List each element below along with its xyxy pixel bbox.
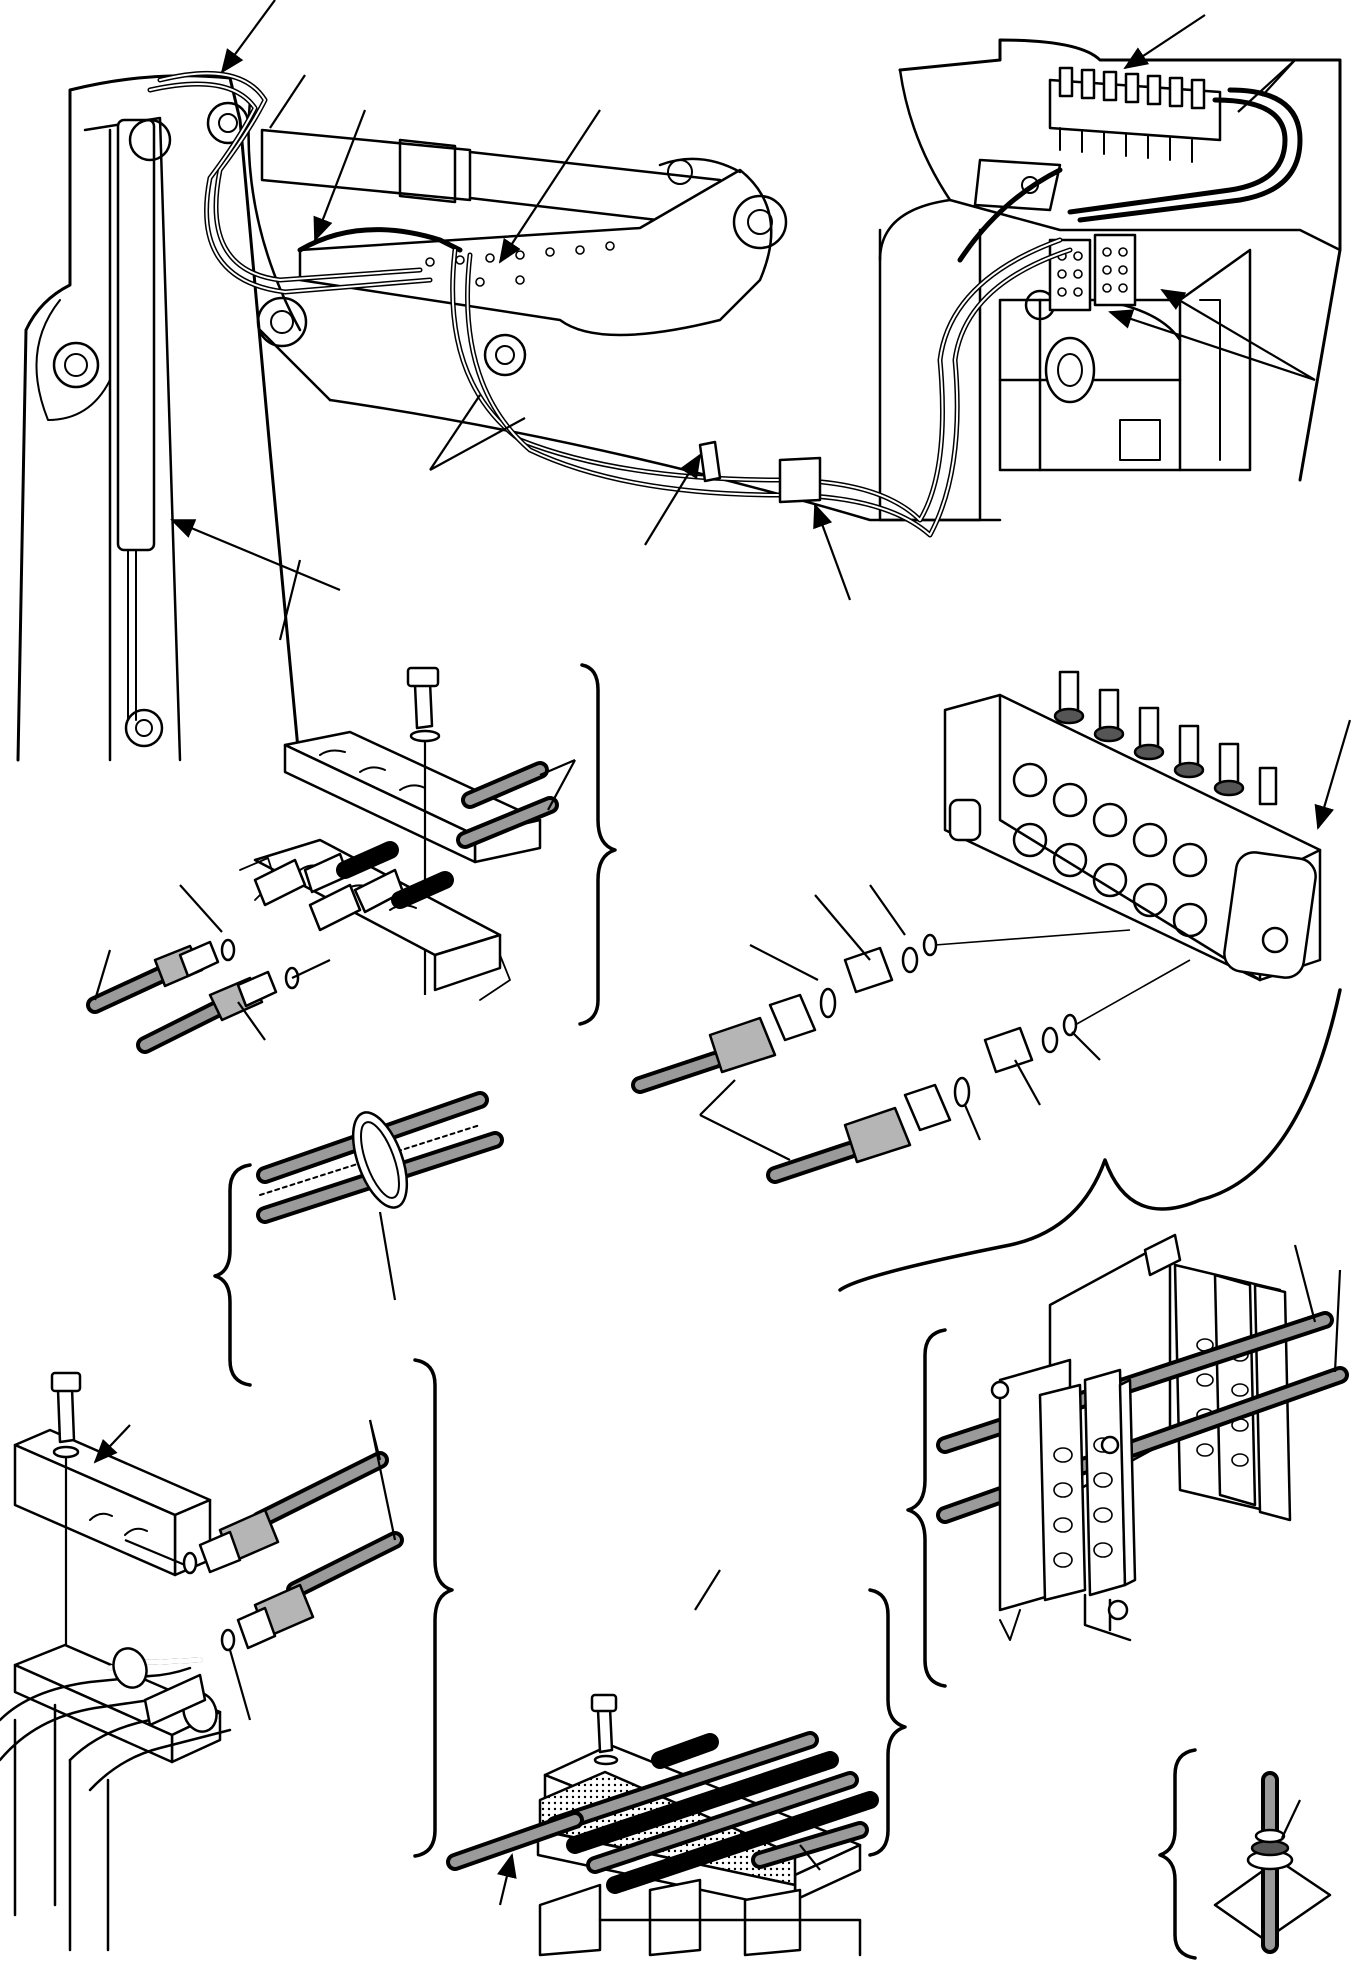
rack-holes-front — [1053, 1437, 1113, 1568]
swing-pin — [1044, 336, 1096, 404]
valve-spools — [1053, 670, 1278, 806]
boom-bracket — [298, 168, 773, 337]
valve-ports — [1012, 762, 1208, 938]
detail-clamp-fittings-left — [86, 663, 617, 1054]
arm-cylinder — [116, 118, 156, 552]
hose-band — [698, 440, 722, 483]
boom-cylinder — [260, 128, 472, 202]
band-clamp — [351, 1111, 409, 1209]
detail-clamp-rack — [906, 1233, 1349, 1688]
clamp-block-b — [1093, 233, 1137, 307]
bolt — [413, 680, 434, 730]
detail-grommet — [1158, 1748, 1332, 1960]
top-callout-arrows — [170, 0, 1316, 641]
boom-assembly — [16, 74, 1002, 772]
stack-bolt — [596, 1706, 614, 1754]
stacked-hoses — [546, 1731, 879, 1894]
detail-hose-band — [213, 1091, 504, 1387]
hose-guard — [778, 456, 822, 504]
hose-routing — [147, 70, 1303, 538]
detail-clamp-stack — [446, 1569, 907, 1957]
detail-pipe-clamp — [0, 1358, 454, 1952]
valve-spools-top — [1058, 66, 1206, 110]
fitting-nut — [253, 858, 307, 907]
clamp-bolt — [56, 1386, 76, 1444]
swing-frame — [878, 38, 1342, 522]
detail-control-valve — [631, 670, 1352, 1292]
mount-tab — [973, 158, 1062, 212]
